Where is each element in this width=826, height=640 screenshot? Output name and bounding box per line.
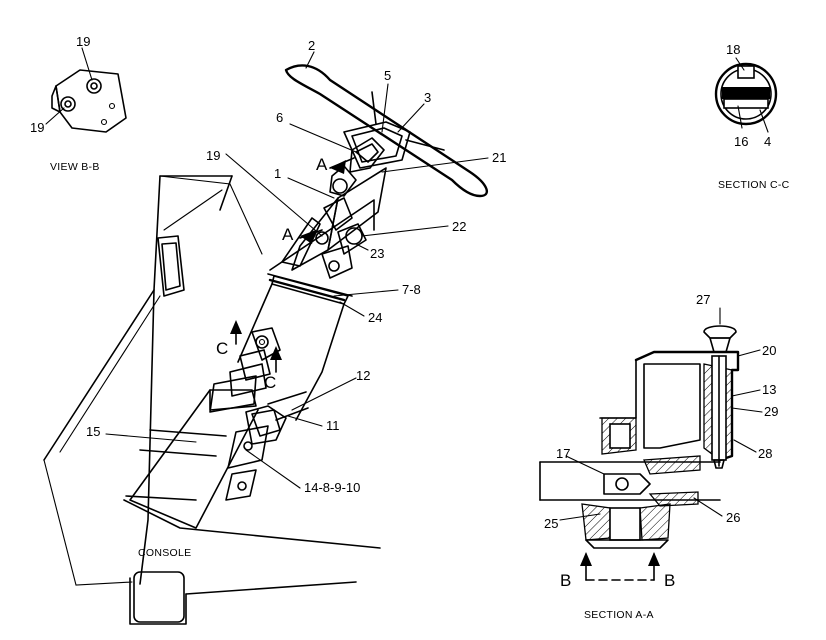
steering-wheel [284,64,489,198]
mid-column [209,283,345,421]
callout-21: 21 [492,150,506,165]
callout-19-view-bb-left: 19 [30,120,44,135]
callout-6: 6 [276,110,283,125]
console-housing [43,175,381,625]
callout-25: 25 [544,516,558,531]
callout-7-8: 7-8 [402,282,421,297]
callout-14-8-9-10: 14-8-9-10 [304,480,360,495]
callout-19-view-bb-top: 19 [76,34,90,49]
view-letter-b-right: B [664,571,675,590]
section-arrows [230,157,355,373]
caption-section-aa: SECTION A-A [584,609,654,621]
callout-11: 11 [326,418,340,433]
callout-17: 17 [556,446,570,461]
callout-24: 24 [368,310,382,325]
view-bb-bracket [45,47,127,133]
callout-18: 18 [726,42,740,57]
caption-section-cc: SECTION C-C [718,179,790,191]
view-letter-b-left: B [560,571,571,590]
section-cc-drawing [714,57,778,133]
leader-lines [105,51,489,489]
callout-12: 12 [356,368,370,383]
callout-5: 5 [384,68,391,83]
callout-23: 23 [370,246,384,261]
callout-27: 27 [696,292,710,307]
callout-2: 2 [308,38,315,53]
callout-3: 3 [424,90,431,105]
callout-15: 15 [86,424,100,439]
section-aa-drawing [539,307,763,581]
lower-column [125,389,309,529]
callout-26: 26 [726,510,740,525]
callout-22: 22 [452,219,466,234]
callout-4: 4 [764,134,771,149]
callout-20: 20 [762,343,776,358]
callout-16: 16 [734,134,748,149]
callout-1: 1 [274,166,281,181]
view-letter-a-upper: A [316,155,328,174]
callout-13: 13 [762,382,776,397]
caption-console: CONSOLE [138,547,191,559]
view-letter-a-lower: A [282,225,294,244]
callout-29: 29 [764,404,778,419]
caption-view-bb: VIEW B-B [50,161,100,173]
view-letter-c-left: C [216,339,228,358]
callout-19-main: 19 [206,148,220,163]
view-letter-c-right: C [264,373,276,392]
callout-28: 28 [758,446,772,461]
